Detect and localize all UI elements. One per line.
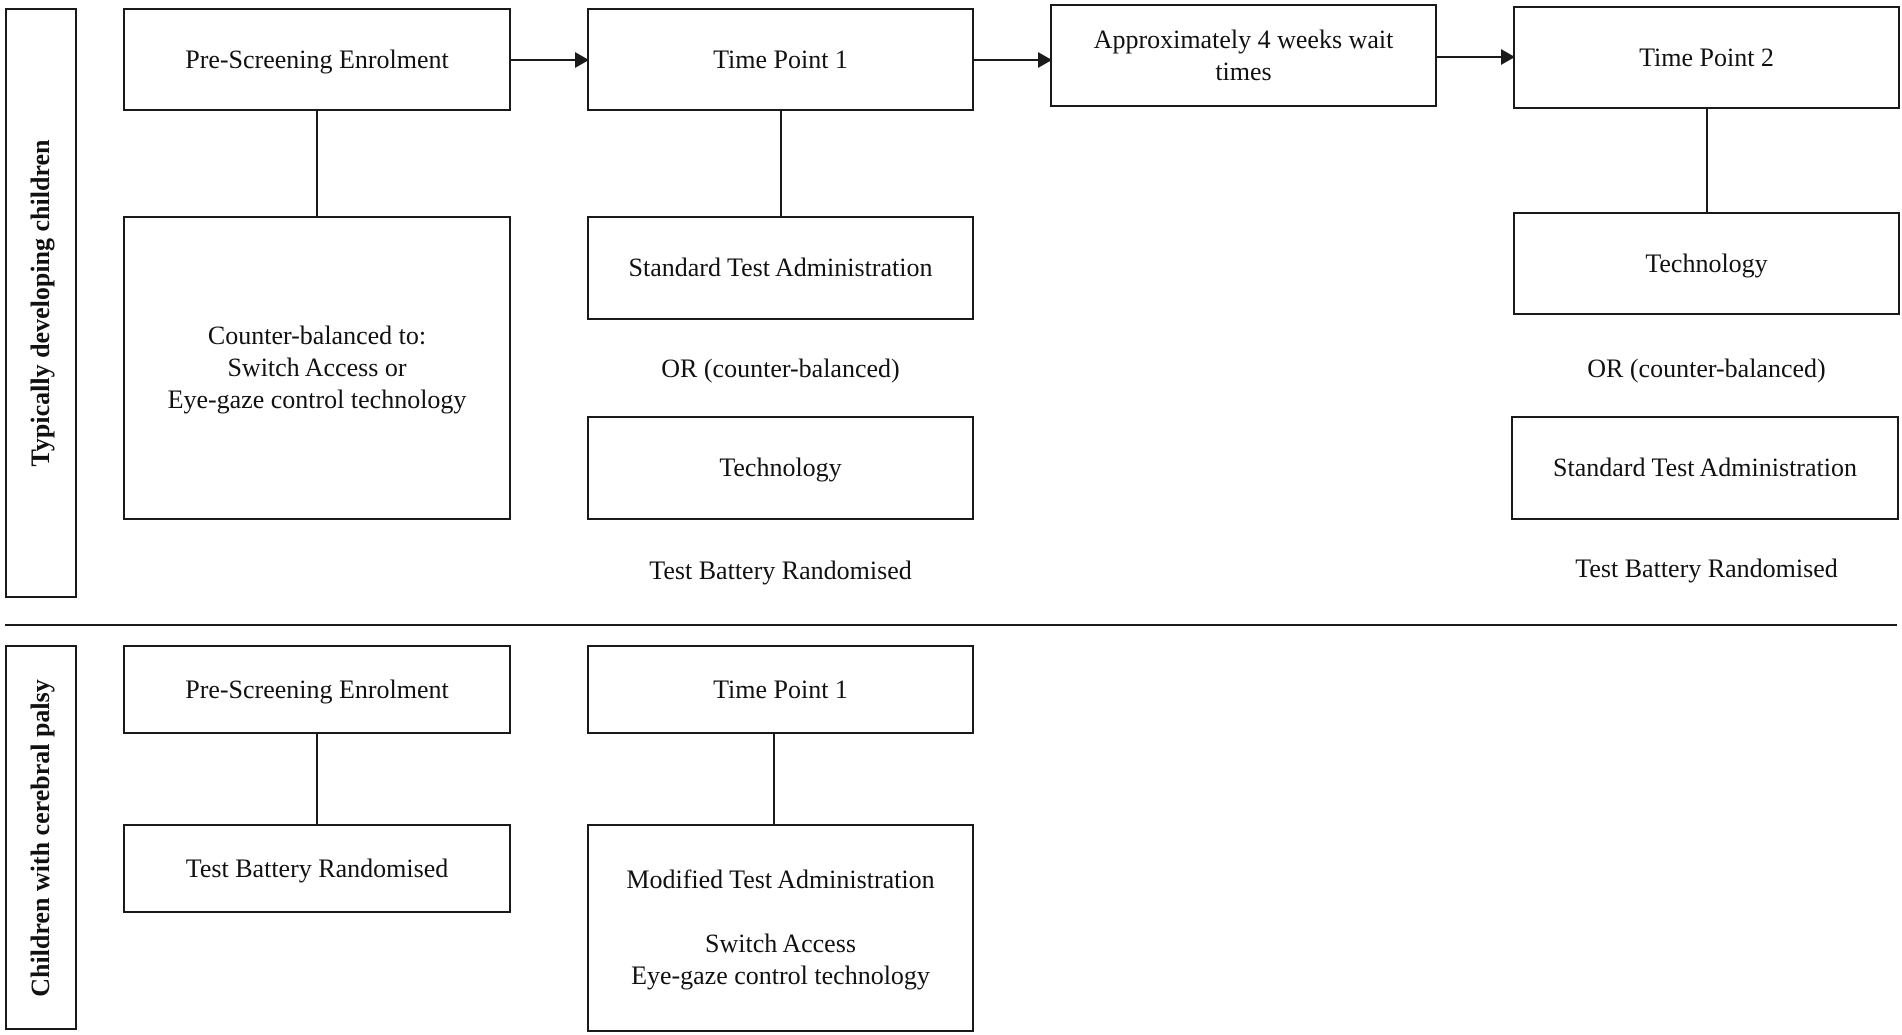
cp-tp1-connector [773, 734, 775, 824]
group-label-cp-text: Children with cerebral palsy [26, 678, 55, 997]
cp-pre-screening-box: Pre-Screening Enrolment [123, 645, 511, 734]
typical-pre-screening-box: Pre-Screening Enrolment [123, 8, 511, 111]
tp1-standard-test-box: Standard Test Administration [587, 216, 974, 320]
cp-test-battery-box: Test Battery Randomised [123, 824, 511, 913]
counter-balanced-line-3: Eye-gaze control technology [167, 385, 467, 414]
typical-time-point-2-box: Time Point 2 [1513, 6, 1900, 109]
group-label-typical-text: Typically developing children [26, 139, 55, 467]
typical-time-point-1-text: Time Point 1 [713, 44, 848, 74]
modified-test-line-1: Modified Test Administration [626, 865, 935, 894]
tp1-test-battery-text: Test Battery Randomised [649, 556, 912, 585]
cp-pre-screening-text: Pre-Screening Enrolment [185, 674, 449, 704]
tp1-technology-text: Technology [719, 453, 842, 482]
typical-pre-screening-connector [316, 111, 318, 216]
typical-pre-screening-text: Pre-Screening Enrolment [185, 44, 449, 74]
group-divider [5, 624, 1897, 626]
tp2-standard-test-box: Standard Test Administration [1511, 416, 1899, 520]
arrow-wait-to-tp2 [1437, 49, 1515, 65]
cp-test-battery-text: Test Battery Randomised [185, 853, 449, 883]
typical-counter-balanced-box: Counter-balanced to: Switch Access or Ey… [123, 216, 511, 520]
wait-line-2: times [1215, 56, 1272, 86]
cp-pre-screening-connector [316, 734, 318, 824]
wait-box: Approximately 4 weeks wait times [1050, 4, 1437, 107]
cp-time-point-1-box: Time Point 1 [587, 645, 974, 734]
counter-balanced-line-2: Switch Access or [227, 353, 407, 382]
modified-test-line-3: Eye-gaze control technology [631, 961, 930, 990]
typical-time-point-2-text: Time Point 2 [1639, 42, 1774, 72]
arrow-pre-to-tp1 [511, 52, 589, 68]
cp-time-point-1-text: Time Point 1 [713, 674, 848, 704]
tp1-technology-box: Technology [587, 416, 974, 520]
tp1-standard-test-text: Standard Test Administration [628, 253, 933, 282]
group-label-typical: Typically developing children [5, 8, 77, 598]
typical-tp2-connector [1706, 109, 1708, 212]
tp2-standard-test-text: Standard Test Administration [1553, 453, 1857, 482]
tp2-test-battery-text: Test Battery Randomised [1575, 554, 1838, 583]
cp-modified-test-box: Modified Test Administration Switch Acce… [587, 824, 974, 1032]
modified-test-line-2: Switch Access [705, 929, 856, 958]
typical-time-point-1-box: Time Point 1 [587, 8, 974, 111]
counter-balanced-line-1: Counter-balanced to: [207, 321, 427, 350]
typical-tp1-connector [780, 111, 782, 216]
wait-line-1: Approximately 4 weeks wait [1093, 24, 1394, 54]
tp2-or-text: OR (counter-balanced) [1587, 354, 1826, 383]
tp2-technology-text: Technology [1645, 248, 1768, 278]
arrow-tp1-to-wait [974, 52, 1052, 68]
group-label-cp: Children with cerebral palsy [5, 645, 77, 1030]
tp1-or-text: OR (counter-balanced) [661, 354, 900, 383]
tp2-technology-box: Technology [1513, 212, 1900, 315]
